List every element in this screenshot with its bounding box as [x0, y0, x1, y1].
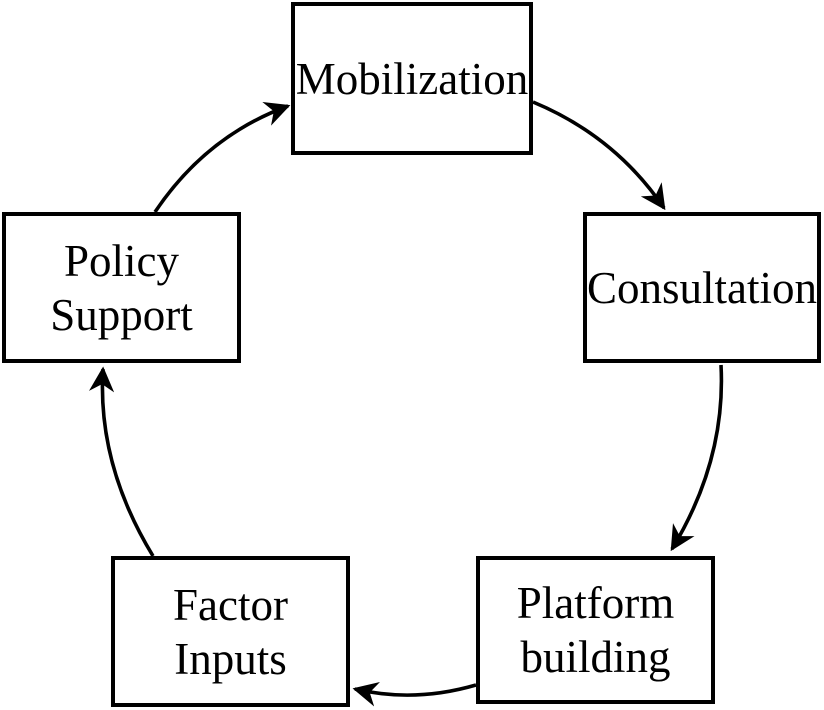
arrow-consultation-to-platform-building [670, 364, 724, 552]
arrow-mobilization-to-consultation [532, 100, 666, 211]
node-factor-inputs-label: Factor Inputs [173, 579, 288, 684]
node-mobilization-label: Mobilization [295, 53, 529, 104]
arrow-factor-inputs-to-policy-support [89, 366, 155, 557]
node-consultation-label: Consultation [587, 262, 818, 313]
node-consultation: Consultation [583, 212, 821, 363]
node-policy-support-label: Policy Support [50, 235, 193, 340]
arrow-platform-building-to-factor-inputs [352, 681, 477, 707]
node-factor-inputs: Factor Inputs [111, 556, 350, 707]
node-policy-support: Policy Support [2, 212, 241, 363]
arrow-policy-support-to-mobilization [153, 101, 291, 214]
node-platform-building: Platform building [476, 556, 715, 704]
node-mobilization: Mobilization [291, 2, 533, 155]
node-platform-building-label: Platform building [516, 578, 675, 682]
